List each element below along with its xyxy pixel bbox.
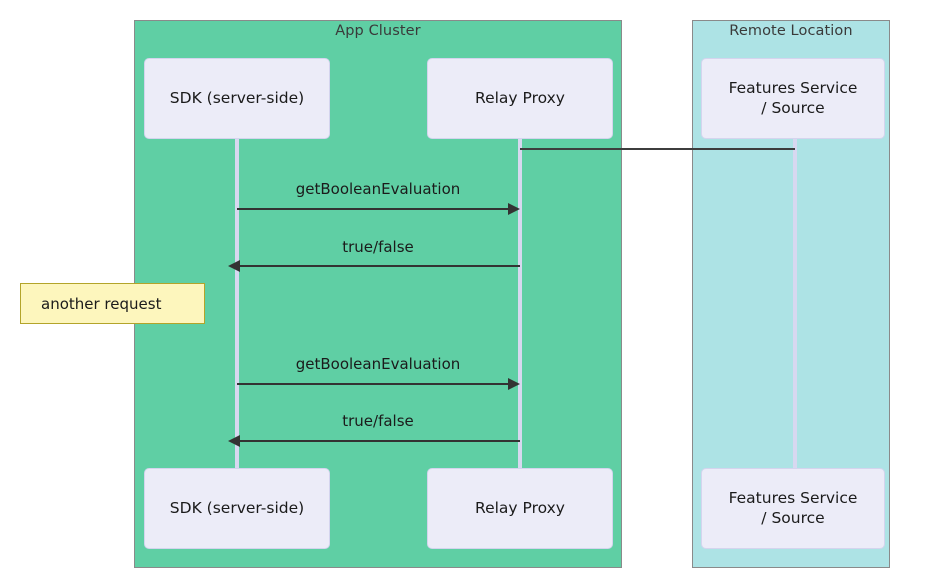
participant-sdk-bottom-label: SDK (server-side)	[169, 498, 305, 517]
lifeline-sdk	[235, 139, 239, 471]
note-another-request[interactable]: another request	[20, 283, 205, 324]
message-4-line	[237, 440, 520, 442]
participant-relay-proxy-top-label: Relay Proxy	[475, 88, 565, 107]
message-2-arrowhead-icon	[228, 260, 240, 272]
participant-features-service-top-label-line1: Features Service	[728, 79, 858, 98]
participant-relay-proxy-bottom-label: Relay Proxy	[475, 498, 565, 517]
group-remote-location-label: Remote Location	[729, 23, 853, 39]
message-2-line	[237, 265, 520, 267]
message-2-label: true/false	[342, 238, 414, 256]
note-another-request-text: another request	[41, 294, 162, 313]
participant-sdk-top-label: SDK (server-side)	[169, 88, 305, 107]
participant-relay-proxy-bottom[interactable]: Relay Proxy	[427, 468, 613, 549]
message-1-label: getBooleanEvaluation	[295, 180, 461, 198]
participant-features-service-top[interactable]: Features Service / Source	[701, 58, 885, 139]
message-1-arrowhead-icon	[508, 203, 520, 215]
lifeline-relay-proxy	[518, 139, 522, 471]
message-3-line	[237, 383, 518, 385]
message-1-line	[237, 208, 518, 210]
connector-relay-to-features	[520, 148, 795, 150]
group-app-cluster-label: App Cluster	[335, 23, 421, 39]
message-4-label: true/false	[342, 412, 414, 430]
message-3-arrowhead-icon	[508, 378, 520, 390]
participant-relay-proxy-top[interactable]: Relay Proxy	[427, 58, 613, 139]
participant-sdk-bottom[interactable]: SDK (server-side)	[144, 468, 330, 549]
message-4-arrowhead-icon	[228, 435, 240, 447]
participant-sdk-top[interactable]: SDK (server-side)	[144, 58, 330, 139]
participant-features-service-bottom-label-line1: Features Service	[728, 489, 858, 508]
participant-features-service-bottom-label-line2: / Source	[761, 508, 825, 527]
message-3-label: getBooleanEvaluation	[295, 355, 461, 373]
lifeline-features-service	[793, 139, 797, 471]
participant-features-service-bottom[interactable]: Features Service / Source	[701, 468, 885, 549]
participant-features-service-top-label-line2: / Source	[761, 98, 825, 117]
